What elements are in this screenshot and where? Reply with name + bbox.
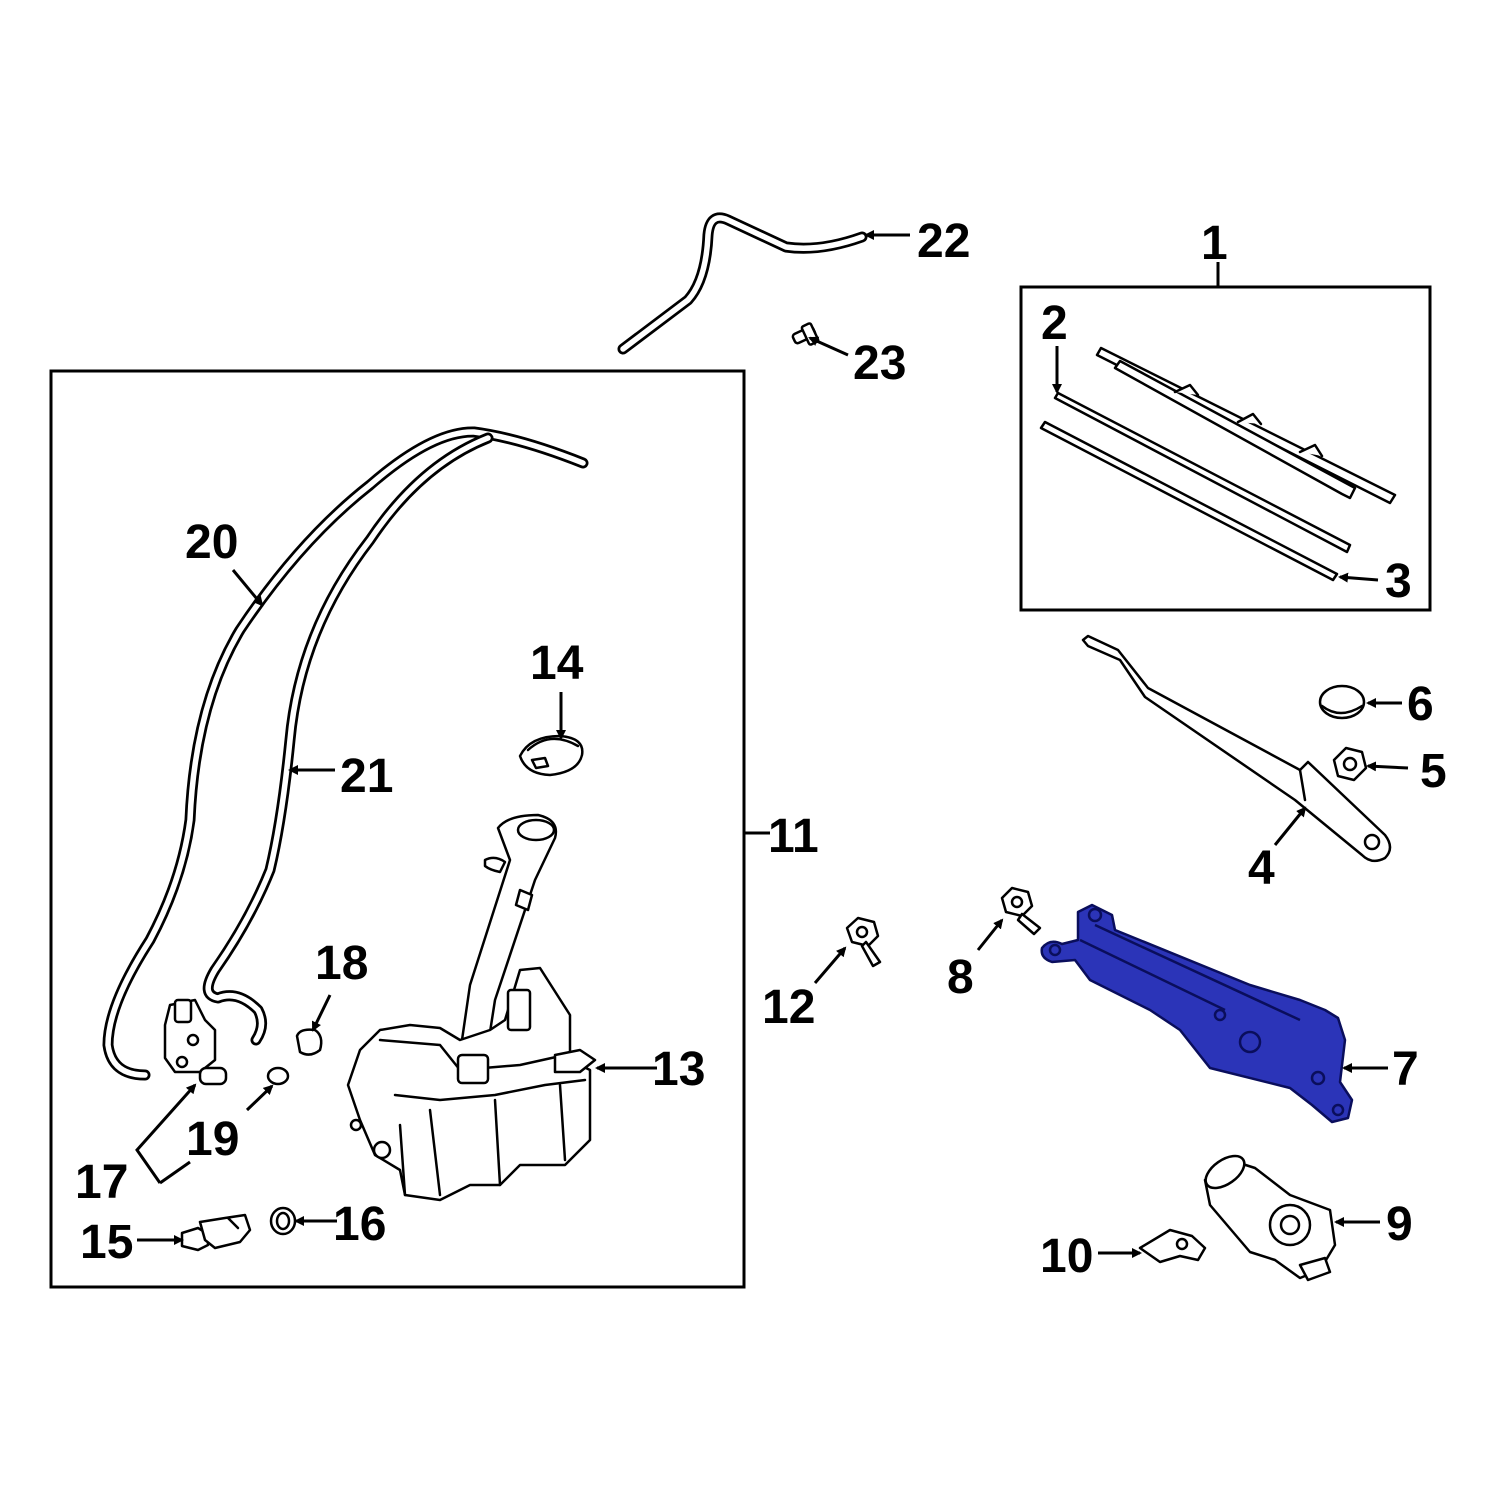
callout-22: 22 <box>917 215 970 268</box>
part-20-hose[interactable] <box>102 426 589 1081</box>
callout-6: 6 <box>1407 678 1434 731</box>
callout-5: 5 <box>1420 745 1447 798</box>
leader-lines <box>135 230 1409 1258</box>
callout-23: 23 <box>853 337 906 390</box>
part-23-connector[interactable] <box>791 322 820 346</box>
part-19-o-ring[interactable] <box>266 1066 290 1086</box>
part-14-cap[interactable] <box>518 734 584 777</box>
part-5-nut[interactable] <box>1332 746 1368 782</box>
callout-8: 8 <box>947 951 974 1004</box>
part-18-grommet[interactable] <box>295 1028 323 1056</box>
part-6-cap[interactable] <box>1318 684 1366 720</box>
callout-16: 16 <box>333 1198 386 1251</box>
callout-7: 7 <box>1392 1043 1419 1096</box>
part-1-blade-assembly[interactable] <box>1095 346 1397 505</box>
washer-group-box <box>49 369 746 1289</box>
callout-20: 20 <box>185 516 238 569</box>
part-15-nozzle[interactable] <box>180 1213 252 1252</box>
part-22-hose[interactable] <box>617 212 868 355</box>
callout-1: 1 <box>1201 217 1228 270</box>
callout-17: 17 <box>75 1156 128 1209</box>
callout-11: 11 <box>768 810 819 863</box>
callout-9: 9 <box>1386 1198 1413 1251</box>
callout-10: 10 <box>1040 1230 1093 1283</box>
callout-14: 14 <box>530 637 584 690</box>
callout-21: 21 <box>340 750 393 803</box>
part-8-bolt[interactable] <box>1000 886 1042 936</box>
part-4-wiper-arm[interactable] <box>1081 634 1392 863</box>
part-21-hose[interactable] <box>202 432 494 1046</box>
part-3-blade-insert[interactable] <box>1039 420 1339 582</box>
part-9-wiper-motor[interactable] <box>1200 1150 1337 1282</box>
part-7-wiper-linkage[interactable] <box>1040 903 1354 1124</box>
callout-2: 2 <box>1041 297 1068 350</box>
part-16-seal[interactable] <box>269 1206 297 1236</box>
callout-15: 15 <box>80 1216 133 1269</box>
callout-4: 4 <box>1248 842 1275 895</box>
part-2-blade-refill[interactable] <box>1053 391 1352 554</box>
part-13-reservoir[interactable] <box>346 813 597 1202</box>
callout-18: 18 <box>315 937 368 990</box>
blade-group-box <box>1019 285 1432 612</box>
part-12-bolt[interactable] <box>845 916 882 968</box>
callout-13: 13 <box>652 1043 705 1096</box>
callout-19: 19 <box>186 1113 239 1166</box>
part-10-bracket[interactable] <box>1138 1228 1207 1264</box>
part-17-washer-pump[interactable] <box>163 998 228 1086</box>
callout-3: 3 <box>1385 555 1412 608</box>
callout-12: 12 <box>762 981 815 1034</box>
